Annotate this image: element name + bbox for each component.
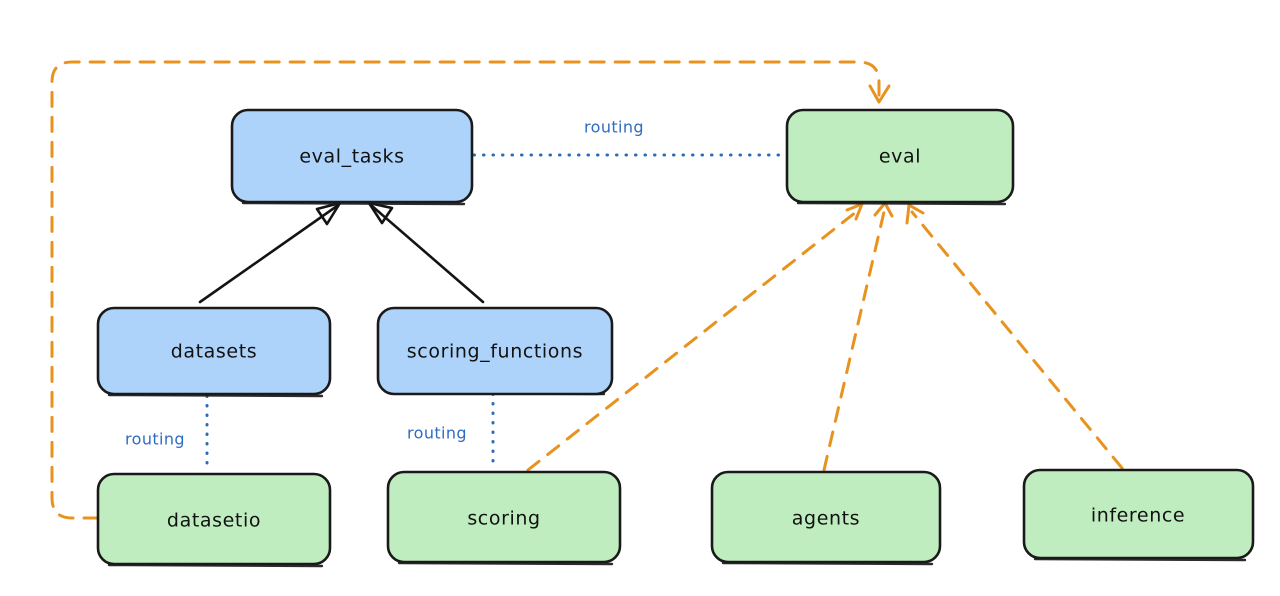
node-scoring-label: scoring <box>467 508 540 530</box>
node-scoring-functions[interactable]: scoring_functions <box>376 306 614 396</box>
edge-datasets-to-eval-tasks <box>198 201 342 304</box>
node-eval-tasks[interactable]: eval_tasks <box>230 108 474 206</box>
edge-datasetio-to-eval <box>50 60 891 520</box>
node-inference-label: inference <box>1091 505 1185 527</box>
edge-label-routing-3: routing <box>407 424 467 443</box>
node-datasetio-shape[interactable] <box>96 472 332 566</box>
edge-agents-to-eval <box>822 201 894 472</box>
node-eval[interactable]: eval <box>785 108 1015 206</box>
node-agents[interactable]: agents <box>710 470 942 566</box>
node-scoring-shape[interactable] <box>386 470 622 564</box>
node-datasets-shape[interactable] <box>96 306 332 396</box>
edge-scoring-functions-to-scoring: routing <box>407 392 495 472</box>
edge-layer: routing routing routing <box>50 60 1124 520</box>
edge-inference-to-eval <box>905 203 1124 470</box>
node-scoring-functions-shape[interactable] <box>376 306 614 396</box>
node-eval-shape[interactable] <box>785 108 1015 204</box>
node-eval-tasks-label: eval_tasks <box>299 146 404 168</box>
node-agents-label: agents <box>792 508 860 530</box>
node-inference-shape[interactable] <box>1022 468 1255 560</box>
node-datasets-label: datasets <box>171 341 258 363</box>
node-layer: eval_tasks eval datasets scoring_functio… <box>96 108 1255 568</box>
node-agents-shape[interactable] <box>710 470 942 564</box>
node-datasetio-label: datasetio <box>167 510 261 532</box>
edge-eval-tasks-to-eval: routing <box>472 118 787 157</box>
node-datasetio[interactable]: datasetio <box>96 472 332 568</box>
edge-scoring-functions-to-eval-tasks <box>367 201 485 304</box>
node-eval-label: eval <box>879 146 921 168</box>
node-inference[interactable]: inference <box>1022 468 1255 562</box>
node-scoring-functions-label: scoring_functions <box>407 341 583 363</box>
edge-datasets-to-datasetio: routing <box>125 394 209 474</box>
edge-label-routing-2: routing <box>125 430 185 449</box>
node-datasets[interactable]: datasets <box>96 306 332 398</box>
node-eval-tasks-shape[interactable] <box>230 108 474 204</box>
node-scoring[interactable]: scoring <box>386 470 622 566</box>
edge-label-routing-1: routing <box>584 118 644 137</box>
